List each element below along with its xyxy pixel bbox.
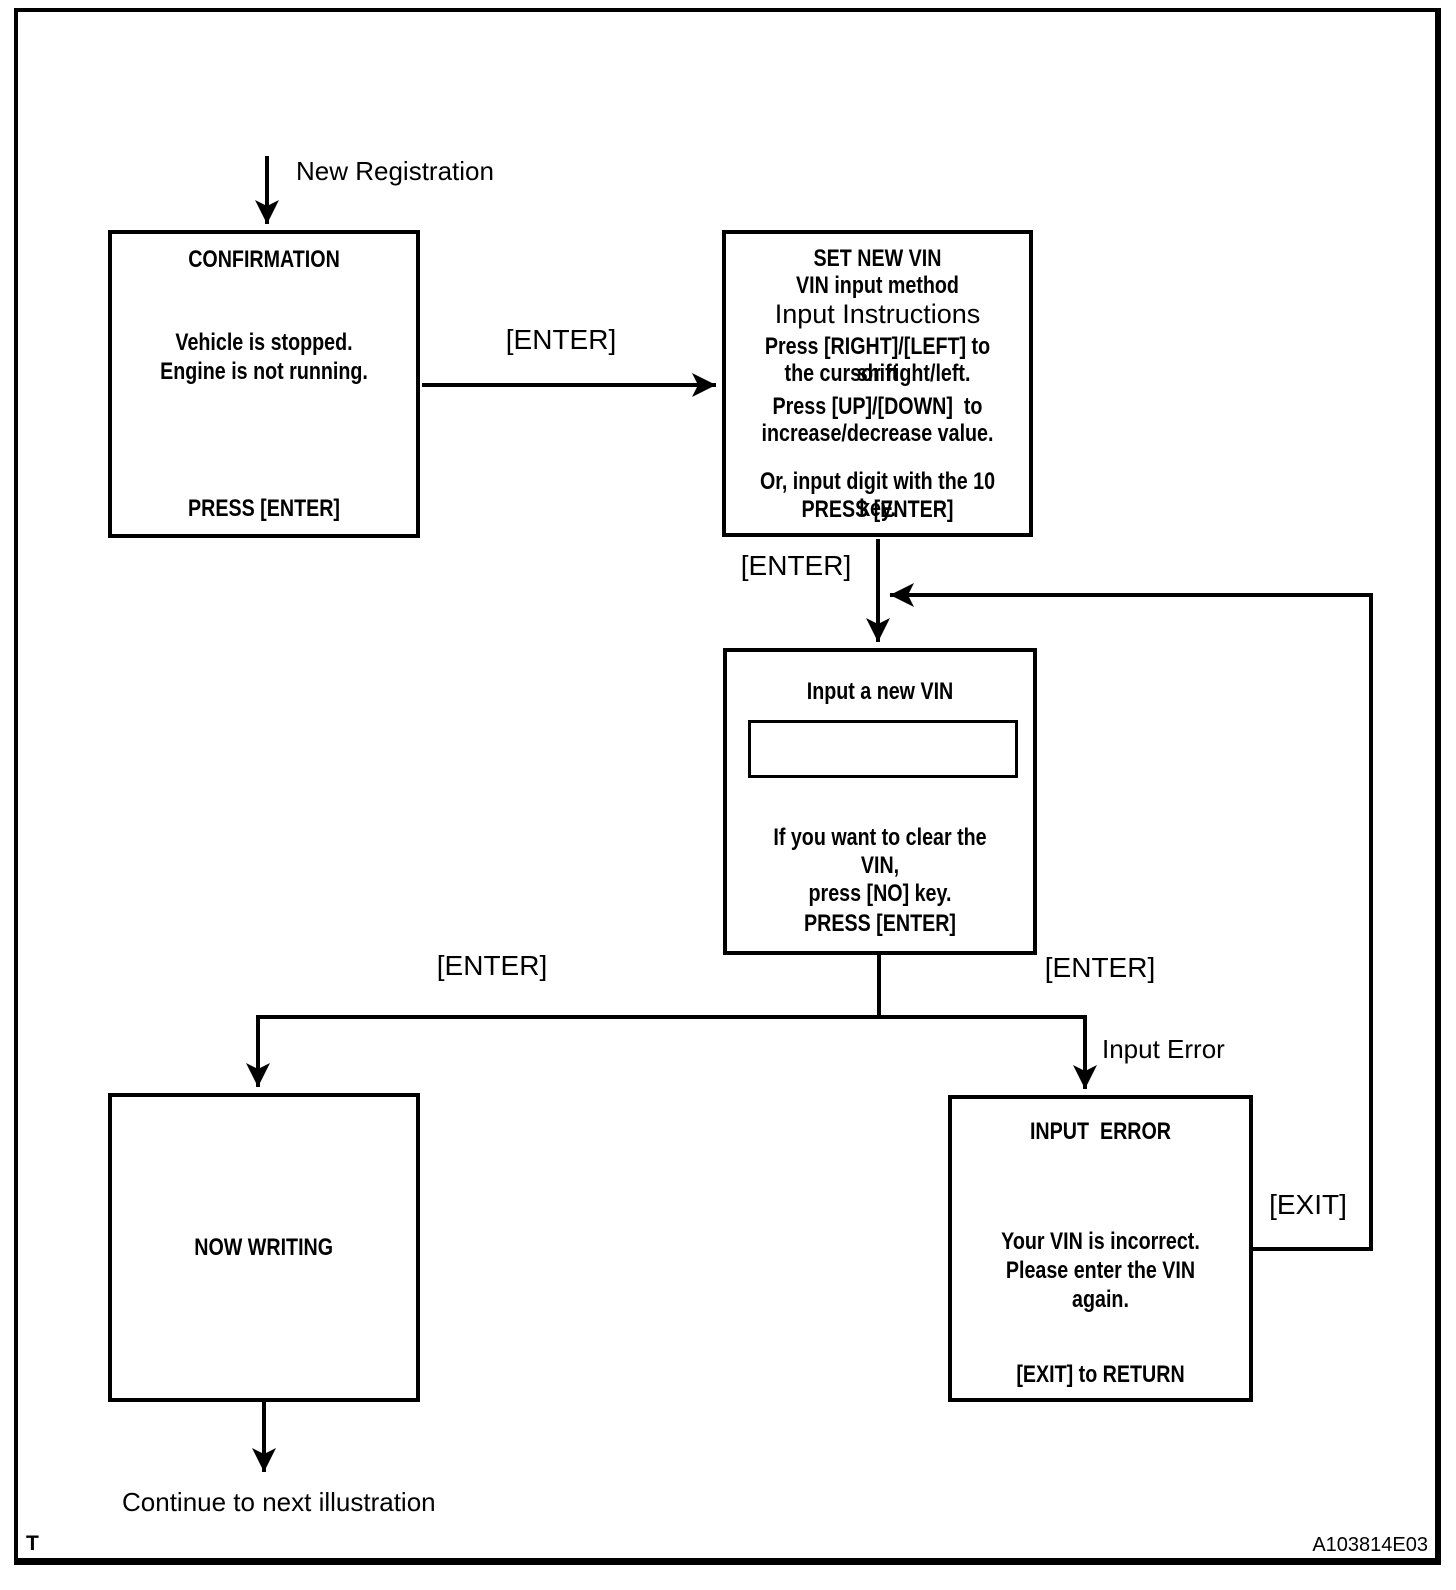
arrow-exit-return-loop xyxy=(890,583,1373,1251)
label-enter-mid: [ENTER] xyxy=(740,550,852,581)
input-error-screen-box: INPUT ERROR Your VIN is incorrect. Pleas… xyxy=(948,1095,1253,1402)
set-new-vin-footer: PRESS [ENTER] xyxy=(801,496,954,523)
set-new-vin-line3: Press [UP]/[DOWN] to xyxy=(772,393,983,420)
label-enter-branch-right: [ENTER] xyxy=(1044,952,1156,983)
page-border xyxy=(14,8,1441,1565)
confirmation-title: CONFIRMATION xyxy=(188,246,340,273)
input-new-vin-line1: If you want to clear the VIN, xyxy=(773,824,993,879)
vin-input-field xyxy=(748,720,1018,778)
confirmation-line2: Engine is not running. xyxy=(160,358,368,385)
set-new-vin-subtitle: VIN input method xyxy=(796,272,959,299)
set-new-vin-instructions-heading: Input Instructions xyxy=(774,299,981,329)
label-input-error: Input Error xyxy=(1102,1034,1225,1064)
input-new-vin-title: Input a new VIN xyxy=(806,678,954,705)
label-exit: [EXIT] xyxy=(1269,1189,1347,1220)
set-new-vin-screen-box: SET NEW VIN VIN input method Input Instr… xyxy=(722,230,1033,537)
input-error-title: INPUT ERROR xyxy=(1029,1118,1172,1145)
input-error-line1: Your VIN is incorrect. xyxy=(1001,1228,1200,1255)
page-footer-letter: T xyxy=(26,1532,39,1555)
label-continue-next-illustration: Continue to next illustration xyxy=(122,1487,436,1517)
confirmation-line1: Vehicle is stopped. xyxy=(175,329,353,356)
set-new-vin-line5: Or, input digit with the 10 key. xyxy=(759,468,1001,522)
set-new-vin-line1: Press [RIGHT]/[LEFT] to shift xyxy=(764,333,996,387)
confirmation-footer: PRESS [ENTER] xyxy=(187,495,340,522)
input-new-vin-footer: PRESS [ENTER] xyxy=(803,910,956,937)
label-enter-top: [ENTER] xyxy=(505,324,617,355)
input-new-vin-line2: press [NO] key. xyxy=(808,880,952,907)
now-writing-screen-box: NOW WRITING xyxy=(108,1093,420,1402)
set-new-vin-title: SET NEW VIN xyxy=(813,245,942,272)
set-new-vin-line4: increase/decrease value. xyxy=(761,420,994,447)
input-new-vin-screen-box: Input a new VIN If you want to clear the… xyxy=(723,648,1037,955)
set-new-vin-line2: the cursor right/left. xyxy=(784,360,971,387)
figure-id: A103814E03 xyxy=(1312,1534,1428,1556)
input-error-line2: Please enter the VIN again. xyxy=(1005,1257,1201,1313)
label-enter-branch-left: [ENTER] xyxy=(436,950,548,981)
now-writing-title: NOW WRITING xyxy=(194,1234,334,1261)
label-new-registration: New Registration xyxy=(296,156,494,186)
input-error-footer: [EXIT] to RETURN xyxy=(1016,1361,1185,1388)
confirmation-screen-box: CONFIRMATION Vehicle is stopped. Engine … xyxy=(108,230,420,538)
